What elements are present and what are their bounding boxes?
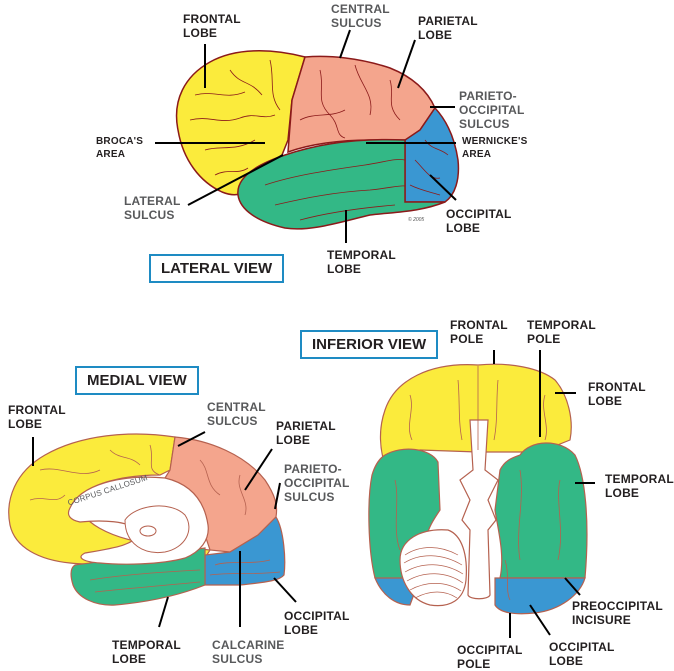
medial-central-sulcus-label: CENTRAL SULCUS [207, 400, 266, 428]
lateral-central-sulcus-label: CENTRAL SULCUS [331, 2, 390, 30]
lateral-leader-lines [155, 29, 457, 243]
wernickes-area-label: WERNICKE'S AREA [462, 136, 528, 160]
inferior-frontal-lobe-label: FRONTAL LOBE [588, 380, 646, 408]
inferior-temporal-lobe-label: TEMPORAL LOBE [605, 472, 674, 500]
lateral-sulcus-label: LATERAL SULCUS [124, 194, 181, 222]
medial-parietal-lobe-label: PARIETAL LOBE [276, 419, 336, 447]
artist-signature: © 2005 [408, 217, 425, 223]
medial-view-title: MEDIAL VIEW [75, 366, 199, 395]
thalamus-ellipse [139, 525, 157, 537]
calcarine-sulcus-label: CALCARINE SULCUS [212, 638, 285, 666]
frontal-pole-label: FRONTAL POLE [450, 318, 508, 346]
lateral-parietal-lobe [287, 55, 436, 154]
brocas-area-label: BROCA'S AREA [96, 136, 144, 160]
lateral-parieto-occipital-sulcus-label: PARIETO- OCCIPITAL SULCUS [459, 89, 525, 131]
medial-view-brain [8, 433, 286, 606]
lateral-temporal-lobe [237, 138, 446, 230]
preoccipital-incisure-label: PREOCCIPITAL INCISURE [572, 599, 663, 627]
medial-frontal-lobe-label: FRONTAL LOBE [8, 403, 66, 431]
occipital-pole-label: OCCIPITAL POLE [457, 643, 523, 671]
medial-leader-lines [32, 431, 297, 628]
cerebellum-folia [403, 547, 464, 599]
lateral-view-brain [175, 50, 460, 230]
inferior-view-brain [368, 363, 588, 615]
lateral-parietal-lobe-label: PARIETAL LOBE [418, 14, 478, 42]
lateral-frontal-lobe-label: FRONTAL LOBE [183, 12, 241, 40]
medial-temporal-lobe-label: TEMPORAL LOBE [112, 638, 181, 666]
inferior-gyri-lines [394, 366, 561, 601]
brainstem [459, 419, 499, 600]
medial-occipital-lobe [204, 516, 286, 586]
lateral-temporal-lobe-label: TEMPORAL LOBE [327, 248, 396, 276]
thalamus-outline [124, 505, 190, 554]
inferior-view-title: INFERIOR VIEW [300, 330, 439, 359]
inferior-leader-lines [493, 350, 595, 638]
lateral-occipital-lobe-label: OCCIPITAL LOBE [446, 207, 512, 235]
inferior-occipital-lobe-label: OCCIPITAL LOBE [549, 640, 615, 668]
medial-parieto-occipital-sulcus-label: PARIETO- OCCIPITAL SULCUS [284, 462, 350, 504]
temporal-pole-label: TEMPORAL POLE [527, 318, 596, 346]
lateral-view-title: LATERAL VIEW [149, 254, 285, 283]
medial-occipital-lobe-label: OCCIPITAL LOBE [284, 609, 350, 637]
